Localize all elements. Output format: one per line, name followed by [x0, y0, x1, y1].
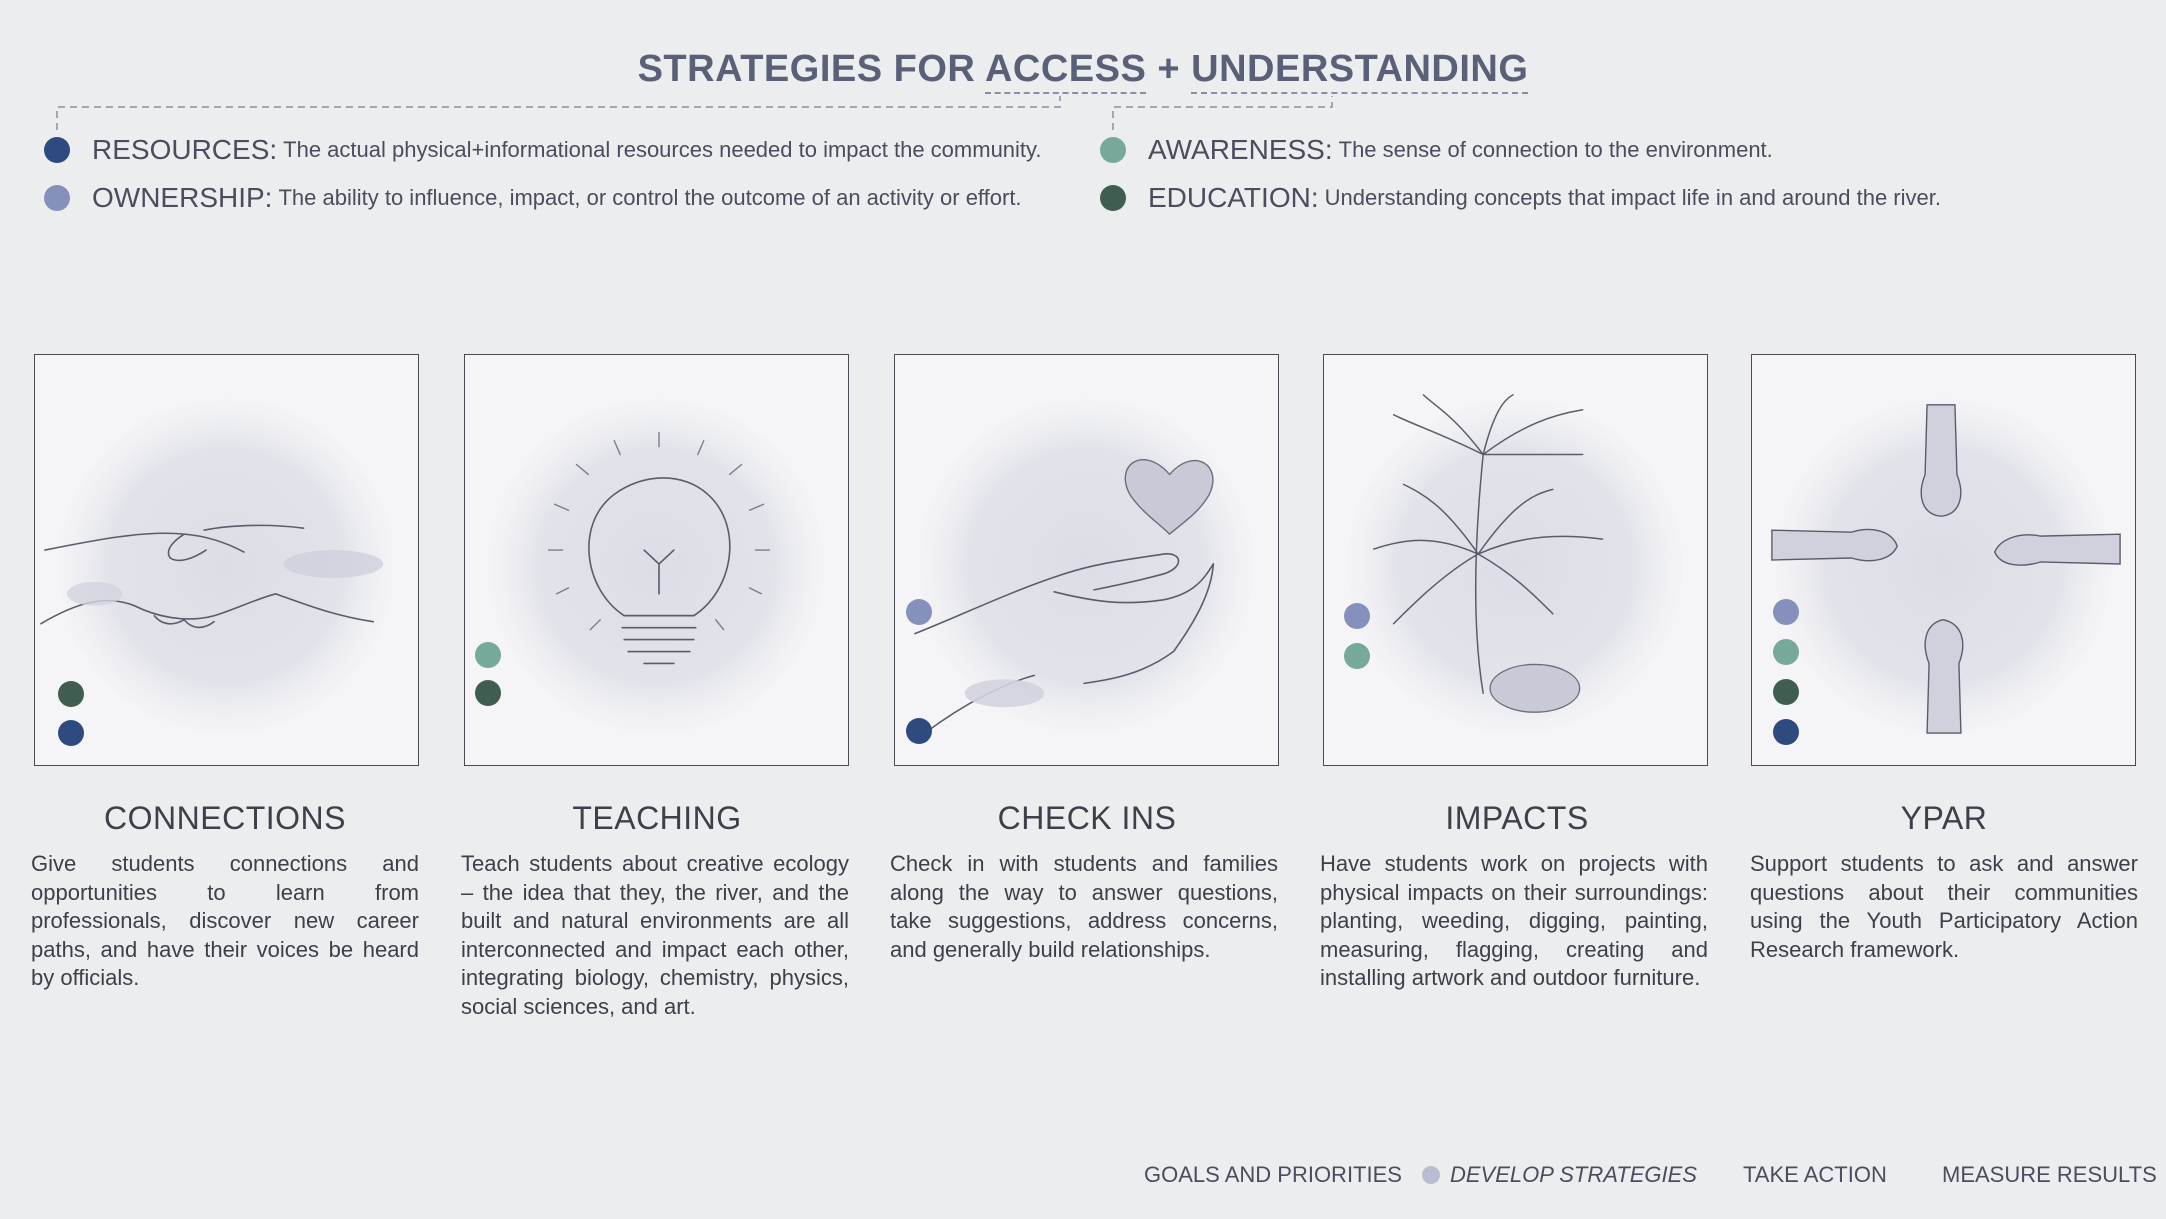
strategy-card-check-ins: [894, 354, 1279, 766]
legend-ownership: OWNERSHIP: The ability to influence, imp…: [44, 182, 1022, 214]
title-plus: +: [1146, 48, 1192, 90]
nav-develop-strategies[interactable]: DEVELOP STRATEGIES: [1450, 1162, 1697, 1187]
legend-resources: RESOURCES: The actual physical+informati…: [44, 134, 1042, 166]
title-prefix: STRATEGIES FOR: [637, 48, 985, 90]
card-title-impacts: IMPACTS: [1445, 800, 1589, 836]
card-title-check-ins: CHECK INS: [997, 800, 1177, 836]
ownership-tag-dot: [1773, 599, 1799, 625]
nav-take-action[interactable]: TAKE ACTION: [1743, 1162, 1887, 1187]
card-title-ypar: YPAR: [1900, 800, 1988, 836]
card-desc-impacts: Have students work on projects with phys…: [1320, 851, 1708, 990]
plant-icon: [1347, 394, 1683, 734]
education-tag-dot: [475, 680, 501, 706]
legend-term: RESOURCES:: [92, 134, 278, 165]
ownership-tag-dot: [1344, 603, 1370, 629]
four-hands-icon: [1771, 398, 2121, 734]
awareness-tag-dot: [1344, 643, 1370, 669]
awareness-tag-dot: [1773, 639, 1799, 665]
lightbulb-icon: [488, 398, 824, 734]
page-title: STRATEGIES FOR ACCESS + UNDERSTANDING: [0, 48, 2166, 94]
legend-education: EDUCATION: Understanding concepts that i…: [1100, 182, 1941, 214]
card-title-teaching: TEACHING: [572, 800, 742, 836]
ownership-tag-dot: [906, 599, 932, 625]
resources-dot: [44, 137, 70, 163]
nav-measure-results[interactable]: MEASURE RESULTS: [1942, 1162, 2157, 1187]
strategy-card-impacts: [1323, 354, 1708, 766]
resources-tag-dot: [1773, 719, 1799, 745]
ownership-dot: [44, 185, 70, 211]
title-access: ACCESS: [984, 48, 1147, 94]
legend-desc: Understanding concepts that impact life …: [1324, 185, 1941, 210]
card-desc-connections: Give students connections and opportunit…: [31, 851, 419, 990]
card-desc-ypar: Support students to ask and answer quest…: [1750, 851, 2138, 962]
strategy-card-teaching: [464, 354, 849, 766]
education-dot: [1100, 185, 1126, 211]
nav-goals-and-priorities[interactable]: GOALS AND PRIORITIES: [1144, 1162, 1402, 1187]
strategy-card-ypar: [1751, 354, 2136, 766]
legend-desc: The ability to influence, impact, or con…: [278, 185, 1022, 210]
hand-heart-icon: [914, 398, 1254, 734]
card-desc-check-ins: Check in with students and families alon…: [890, 851, 1278, 962]
legend-desc: The actual physical+informational resour…: [283, 137, 1042, 162]
legend-term: AWARENESS:: [1148, 134, 1333, 165]
nav-active-marker: [1422, 1166, 1440, 1184]
awareness-dot: [1100, 137, 1126, 163]
legend-bracket-connector: [56, 96, 1333, 130]
legend-term: OWNERSHIP:: [92, 182, 273, 213]
card-title-connections: CONNECTIONS: [104, 800, 346, 836]
education-tag-dot: [1773, 679, 1799, 705]
legend-awareness: AWARENESS: The sense of connection to th…: [1100, 134, 1773, 166]
resources-tag-dot: [58, 720, 84, 746]
card-desc-teaching: Teach students about creative ecology – …: [461, 851, 849, 1019]
education-tag-dot: [58, 681, 84, 707]
strategy-card-connections: [34, 354, 419, 766]
title-understanding: UNDERSTANDING: [1191, 48, 1529, 94]
legend-desc: The sense of connection to the environme…: [1338, 137, 1773, 162]
handshake-icon: [40, 398, 394, 734]
awareness-tag-dot: [475, 642, 501, 668]
resources-tag-dot: [906, 718, 932, 744]
legend-term: EDUCATION:: [1148, 182, 1319, 213]
